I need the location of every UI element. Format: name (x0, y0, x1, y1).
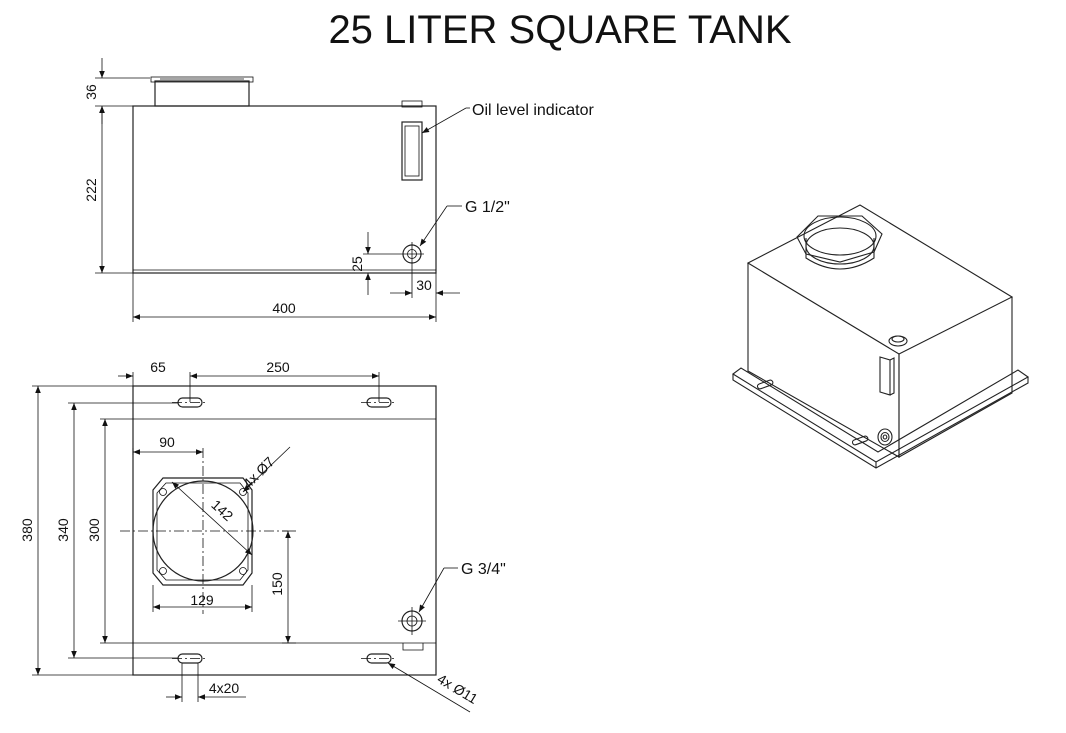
side-filler-neck (154, 80, 250, 107)
flange-bolt-hole (239, 567, 247, 575)
isometric-view (732, 204, 1030, 469)
dim-flange-height: 150 (269, 572, 285, 596)
dim-bolt-holes: 4x Ø7 (240, 453, 278, 491)
dim-slot: 4x20 (209, 680, 240, 696)
side-tank-body (132, 105, 437, 274)
mount-slot-bottom-left (172, 653, 208, 664)
dim-mount-holes: 4x Ø11 (435, 670, 481, 707)
iso-tank-top (746, 204, 1014, 355)
side-breather-cap (401, 100, 423, 108)
drawing-title: 25 LITER SQUARE TANK (328, 8, 792, 52)
dim-height-body: 222 (83, 178, 99, 202)
label-port-top: G 1/2" (465, 199, 510, 216)
mount-slot-bottom-right (361, 653, 397, 664)
dim-flange-width: 129 (190, 592, 214, 608)
dim-flange-offset: 90 (159, 434, 175, 450)
dim-port-offset: 30 (416, 277, 432, 293)
dim-port-height: 25 (349, 256, 365, 272)
oil-level-indicator (401, 121, 423, 181)
label-port-bottom: G 3/4" (461, 561, 506, 578)
top-base-plate (132, 385, 437, 676)
dim-height-top: 36 (83, 84, 99, 100)
dim-width: 400 (272, 300, 296, 316)
iso-slot (851, 435, 869, 446)
dim-diagonal: 142 (208, 497, 236, 525)
label-oil-level: Oil level indicator (472, 102, 595, 119)
iso-filler-opening (803, 216, 877, 256)
dim-total-height: 380 (19, 518, 35, 542)
top-view: 65 250 380 340 300 90 4x Ø7 (19, 359, 506, 713)
iso-slot (756, 379, 774, 390)
dim-hole-spacing: 250 (266, 359, 290, 375)
iso-oil-level-indicator (879, 356, 891, 396)
dim-body-height: 300 (86, 518, 102, 542)
flange-bolt-hole (159, 567, 167, 575)
dim-edge-offset: 65 (150, 359, 166, 375)
iso-breather-cap (888, 335, 908, 347)
iso-port (877, 428, 893, 446)
side-view: 36 222 400 25 30 Oil level indicator (83, 58, 595, 322)
dim-hole-height: 340 (55, 518, 71, 542)
flange-bolt-hole (159, 488, 167, 496)
